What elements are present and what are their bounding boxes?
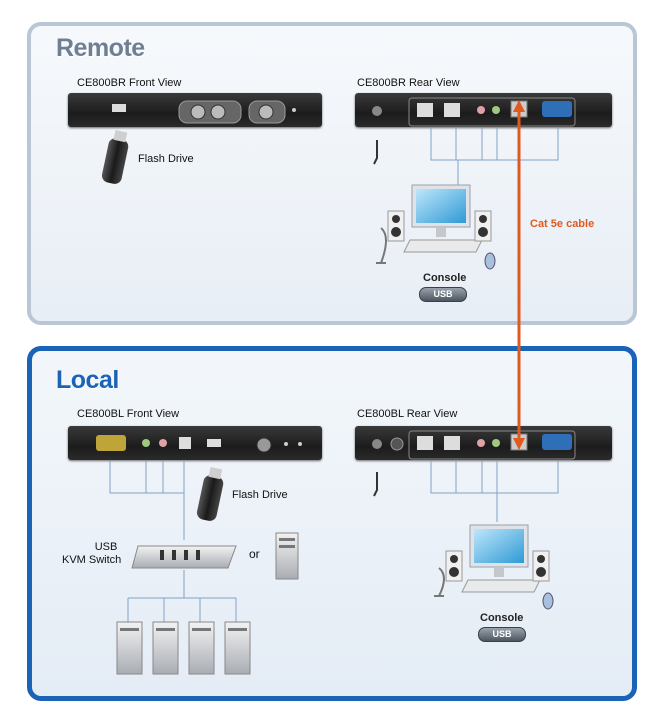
remote-front-view-label: CE800BR Front View — [77, 77, 182, 89]
flash-drive-icon — [101, 130, 129, 184]
local-front-connector-lines — [109, 461, 237, 622]
keyboard-icon — [403, 239, 483, 253]
vga-port-icon — [542, 101, 572, 117]
or-label: or — [249, 547, 260, 561]
pc-group — [116, 621, 251, 675]
local-front-ports — [96, 435, 302, 453]
remote-console — [376, 184, 496, 270]
monitor-icon — [416, 189, 466, 223]
remote-flash-drive-label: Flash Drive — [138, 153, 194, 165]
usb-port-icon — [112, 104, 126, 112]
local-rear-connector-lines — [430, 461, 559, 522]
usb-port-icon — [417, 436, 433, 450]
remote-console-label: Console — [423, 272, 467, 284]
keyboard-icon — [461, 579, 541, 593]
local-flash-drive-label: Flash Drive — [232, 489, 288, 501]
remote-connector-lines — [430, 128, 559, 185]
remote-rear-ports — [372, 97, 576, 127]
local-usb-badge: USB — [478, 627, 526, 642]
local-title: Local — [56, 366, 119, 394]
remote-front-ports — [112, 100, 296, 124]
kvm-label-line2: KVM Switch — [62, 554, 122, 566]
usb-port-icon — [417, 103, 433, 117]
cable-label: Cat 5e cable — [530, 218, 595, 230]
local-rear-ports — [372, 430, 576, 460]
monitor-icon — [474, 529, 524, 563]
kvm-label-line1: USB — [94, 541, 118, 553]
local-console-label: Console — [480, 612, 524, 624]
remote-rear-view-label: CE800BR Rear View — [357, 77, 460, 89]
tower-pc-icon — [275, 532, 299, 580]
vga-port-icon — [96, 435, 126, 451]
remote-panel — [27, 22, 637, 325]
mouse-icon — [484, 252, 496, 270]
local-rear-view-label: CE800BL Rear View — [357, 408, 458, 420]
usb-port-icon — [207, 439, 221, 447]
kvm-switch-icon — [131, 545, 237, 569]
vga-port-icon — [542, 434, 572, 450]
local-power-plug-icon — [373, 472, 378, 497]
microphone-icon — [434, 567, 445, 597]
mouse-icon — [542, 592, 554, 610]
local-front-view-label: CE800BL Front View — [77, 408, 180, 420]
remote-title: Remote — [56, 34, 145, 62]
remote-power-plug-icon — [373, 140, 378, 165]
cat5e-cable — [513, 100, 525, 450]
local-console — [434, 524, 554, 610]
remote-usb-badge: USB — [419, 287, 467, 302]
flash-drive-icon — [196, 467, 224, 521]
microphone-icon — [376, 227, 387, 264]
